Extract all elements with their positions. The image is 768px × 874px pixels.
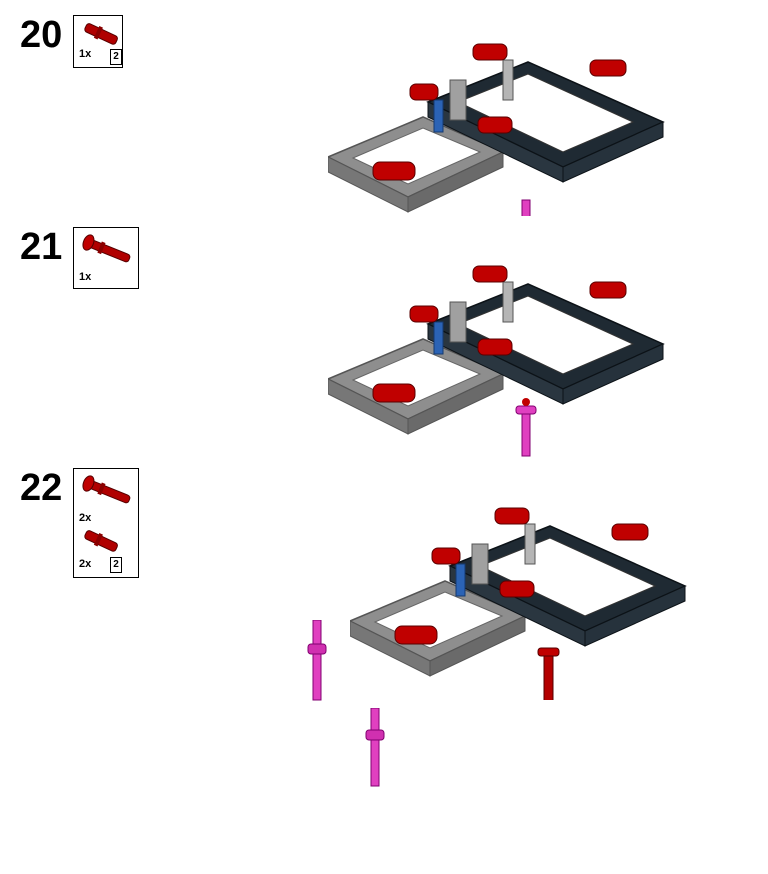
part-quantity: 1x xyxy=(79,48,92,60)
part-quantity: 2x xyxy=(79,512,92,524)
step-20-model xyxy=(328,36,668,216)
step-number: 22 xyxy=(20,467,63,509)
part-quantity: 1x xyxy=(79,271,92,283)
part-length-badge: 2 xyxy=(110,49,122,65)
magenta-long-pin-icon xyxy=(365,708,385,787)
red-axle-pin-icon xyxy=(84,530,118,552)
parts-list: 2x 2x 2 xyxy=(73,468,139,578)
step-number: 20 xyxy=(20,14,63,56)
red-long-pin-icon xyxy=(82,234,131,263)
step-21-model xyxy=(328,258,668,458)
part-length-badge: 2 xyxy=(110,557,122,573)
parts-list: 1x xyxy=(73,227,139,289)
parts-list: 1x 2 xyxy=(73,15,123,68)
red-long-pin-icon xyxy=(82,475,131,504)
part-quantity: 2x xyxy=(79,558,92,570)
magenta-long-pin-icon xyxy=(307,620,327,701)
step-number: 21 xyxy=(20,226,63,268)
step-22-model xyxy=(350,500,690,700)
red-axle-pin-icon xyxy=(84,23,118,45)
